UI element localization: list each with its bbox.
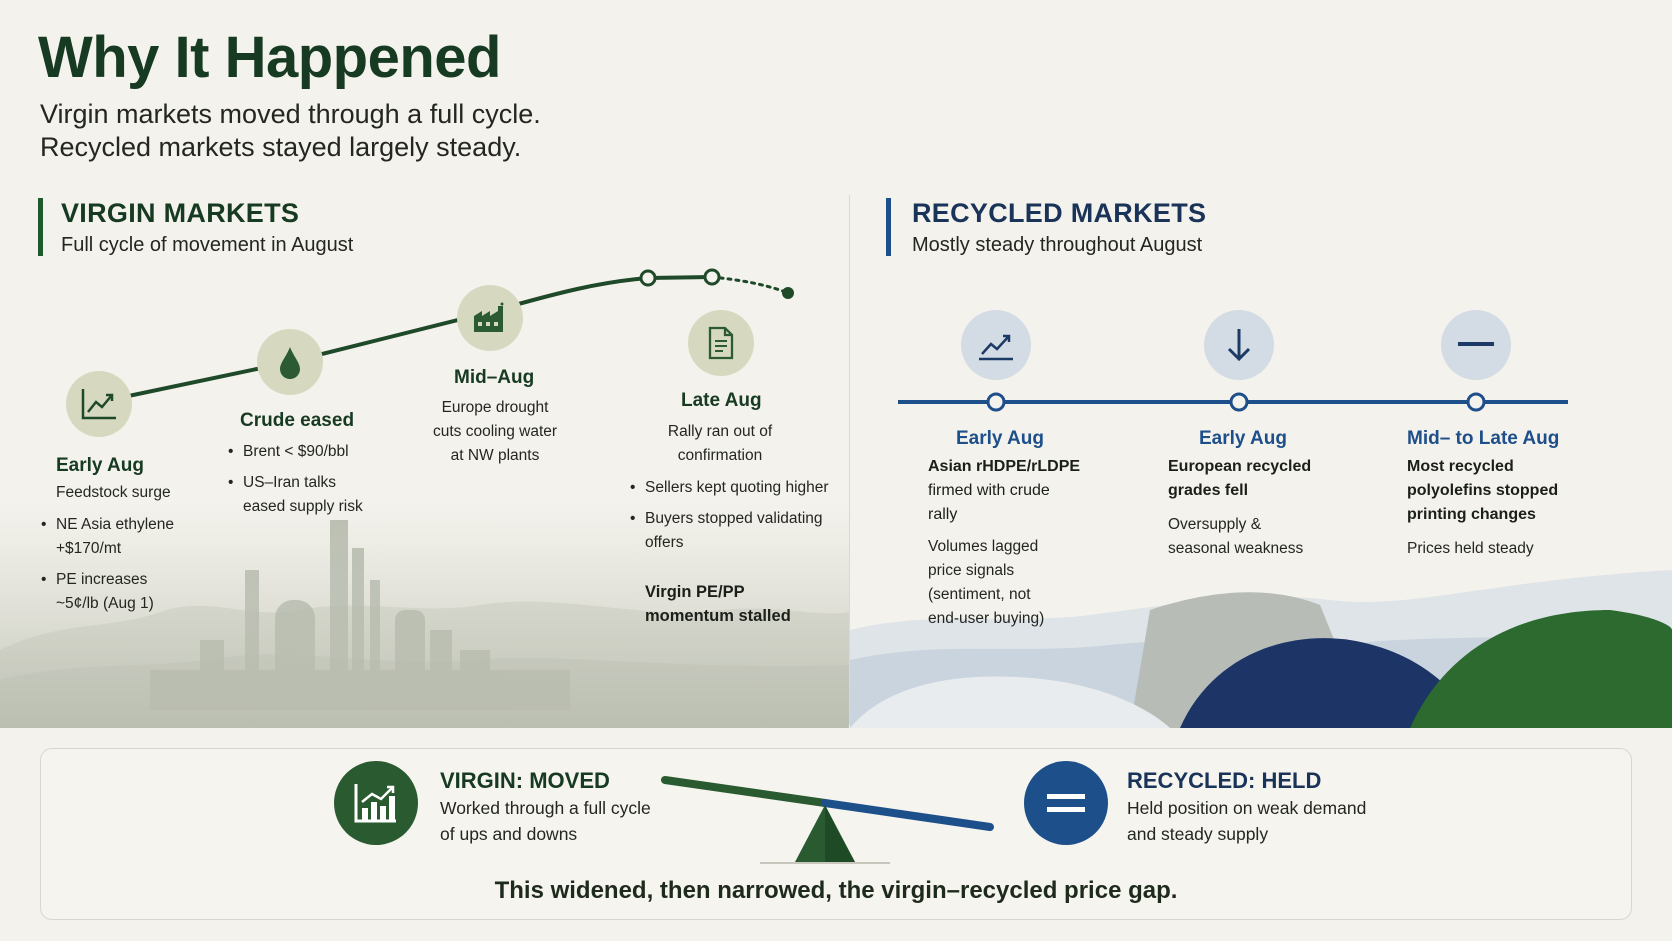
- recycled-stage-3-text: Prices held steady: [1407, 540, 1534, 557]
- virgin-stage-1-desc: Feedstock surge: [56, 484, 171, 501]
- virgin-section-subtitle: Full cycle of movement in August: [61, 234, 354, 256]
- summary-line: Held position on weak demand: [1127, 798, 1367, 818]
- virgin-stage-2-bullets: Brent < $90/bbl US–Iran talks eased supp…: [228, 440, 378, 526]
- recycled-stage-2-bold: European recycled grades fell: [1168, 455, 1311, 503]
- bold-line: Asian rHDPE/rLDPE: [928, 458, 1081, 475]
- recycled-stage-1-text: Volumes lagged price signals (sentiment,…: [928, 535, 1044, 631]
- document-icon: [688, 310, 754, 376]
- recycled-stage-2-label: Early Aug: [1199, 428, 1287, 449]
- list-item: PE increases ~5¢/lb (Aug 1): [41, 568, 191, 616]
- list-item: US–Iran talks eased supply risk: [228, 471, 378, 519]
- list-item: NE Asia ethylene +$170/mt: [41, 513, 191, 561]
- recycled-stage-1-bold: Asian rHDPE/rLDPE firmed with crude rall…: [928, 455, 1080, 527]
- bold-line: printing changes: [1407, 506, 1536, 523]
- bold-line: polyolefins stopped: [1407, 482, 1559, 499]
- virgin-stage-1-bullets: NE Asia ethylene +$170/mt PE increases ~…: [41, 513, 191, 623]
- recycled-stage-3-bold: Most recycled polyolefins stopped printi…: [1407, 455, 1558, 527]
- recycled-summary-text: Held position on weak demand and steady …: [1127, 795, 1366, 847]
- text-line: end-user buying): [928, 610, 1045, 627]
- subtitle-line-1: Virgin markets moved through a full cycl…: [40, 99, 541, 129]
- summary-line: Worked through a full cycle: [440, 798, 651, 818]
- bold-line: Most recycled: [1407, 458, 1514, 475]
- desc-line: cuts cooling water: [432, 423, 558, 440]
- bold-line: European recycled: [1168, 458, 1312, 475]
- desc-line: confirmation: [677, 447, 763, 464]
- virgin-stage-2-label: Crude eased: [240, 410, 355, 431]
- conclusion-line: Virgin PE/PP: [645, 583, 745, 601]
- conclusion-text: This widened, then narrowed, the virgin–…: [494, 877, 1178, 904]
- virgin-stage-4-desc: Rally ran out of confirmation: [645, 420, 795, 468]
- desc-line: Rally ran out of: [667, 423, 773, 440]
- recycled-section-bar: [886, 198, 891, 256]
- bold-line: rally: [928, 506, 958, 523]
- recycled-stage-1-label: Early Aug: [956, 428, 1044, 449]
- virgin-summary-title: VIRGIN: MOVED: [440, 768, 610, 793]
- arrow-down-icon: [1204, 310, 1274, 380]
- balance-scale-icon: [661, 776, 994, 864]
- virgin-section-bar: [38, 198, 43, 256]
- curve-plateau-point: [703, 268, 721, 286]
- curve-peak-point: [639, 269, 657, 287]
- page-title: Why It Happened: [38, 25, 501, 90]
- recycled-flat-line: [898, 392, 1568, 412]
- curve-end-point: [782, 287, 794, 299]
- equals-icon: [1024, 761, 1108, 845]
- text-line: price signals: [928, 562, 1015, 579]
- desc-line: Europe drought: [441, 399, 549, 416]
- virgin-stage-4-label: Late Aug: [681, 390, 762, 411]
- page-subtitle: Virgin markets moved through a full cycl…: [40, 98, 541, 164]
- recycled-stage-3-label: Mid– to Late Aug: [1407, 428, 1560, 449]
- conclusion-line: momentum stalled: [645, 607, 791, 625]
- trend-up-icon: [961, 310, 1031, 380]
- text-line: seasonal weakness: [1168, 540, 1304, 557]
- pellets-illustration: [850, 570, 1672, 728]
- text-line: Volumes lagged: [928, 538, 1039, 555]
- recycled-section-title: RECYCLED MARKETS: [912, 198, 1207, 228]
- list-item: Sellers kept quoting higher: [630, 476, 840, 500]
- recycled-stage-2-text: Oversupply & seasonal weakness: [1168, 513, 1303, 561]
- bold-line: firmed with crude: [928, 482, 1050, 499]
- summary-line: and steady supply: [1127, 824, 1269, 844]
- desc-line: at NW plants: [450, 447, 540, 464]
- text-line: (sentiment, not: [928, 586, 1031, 603]
- summary-line: of ups and downs: [440, 824, 578, 844]
- bold-line: grades fell: [1168, 482, 1249, 499]
- recycled-section-subtitle: Mostly steady throughout August: [912, 234, 1203, 256]
- virgin-stage-3-desc: Europe drought cuts cooling water at NW …: [420, 396, 570, 468]
- virgin-summary-text: Worked through a full cycle of ups and d…: [440, 795, 651, 847]
- minus-icon: [1441, 310, 1511, 380]
- list-item: Buyers stopped validating offers: [630, 507, 840, 555]
- text-line: Oversupply &: [1168, 516, 1262, 533]
- factory-icon: [457, 285, 523, 351]
- trend-up-icon: [66, 371, 132, 437]
- virgin-conclusion: Virgin PE/PP momentum stalled: [645, 580, 791, 628]
- section-divider: [849, 195, 850, 725]
- recycled-summary-title: RECYCLED: HELD: [1127, 768, 1322, 793]
- virgin-stage-1-label: Early Aug: [56, 455, 144, 476]
- bar-chart-icon: [334, 761, 418, 845]
- virgin-stage-3-label: Mid–Aug: [454, 367, 535, 388]
- virgin-section-title: VIRGIN MARKETS: [61, 198, 300, 228]
- list-item: Brent < $90/bbl: [228, 440, 378, 464]
- oil-drop-icon: [257, 329, 323, 395]
- virgin-stage-4-bullets: Sellers kept quoting higher Buyers stopp…: [630, 476, 840, 562]
- subtitle-line-2: Recycled markets stayed largely steady.: [40, 132, 522, 162]
